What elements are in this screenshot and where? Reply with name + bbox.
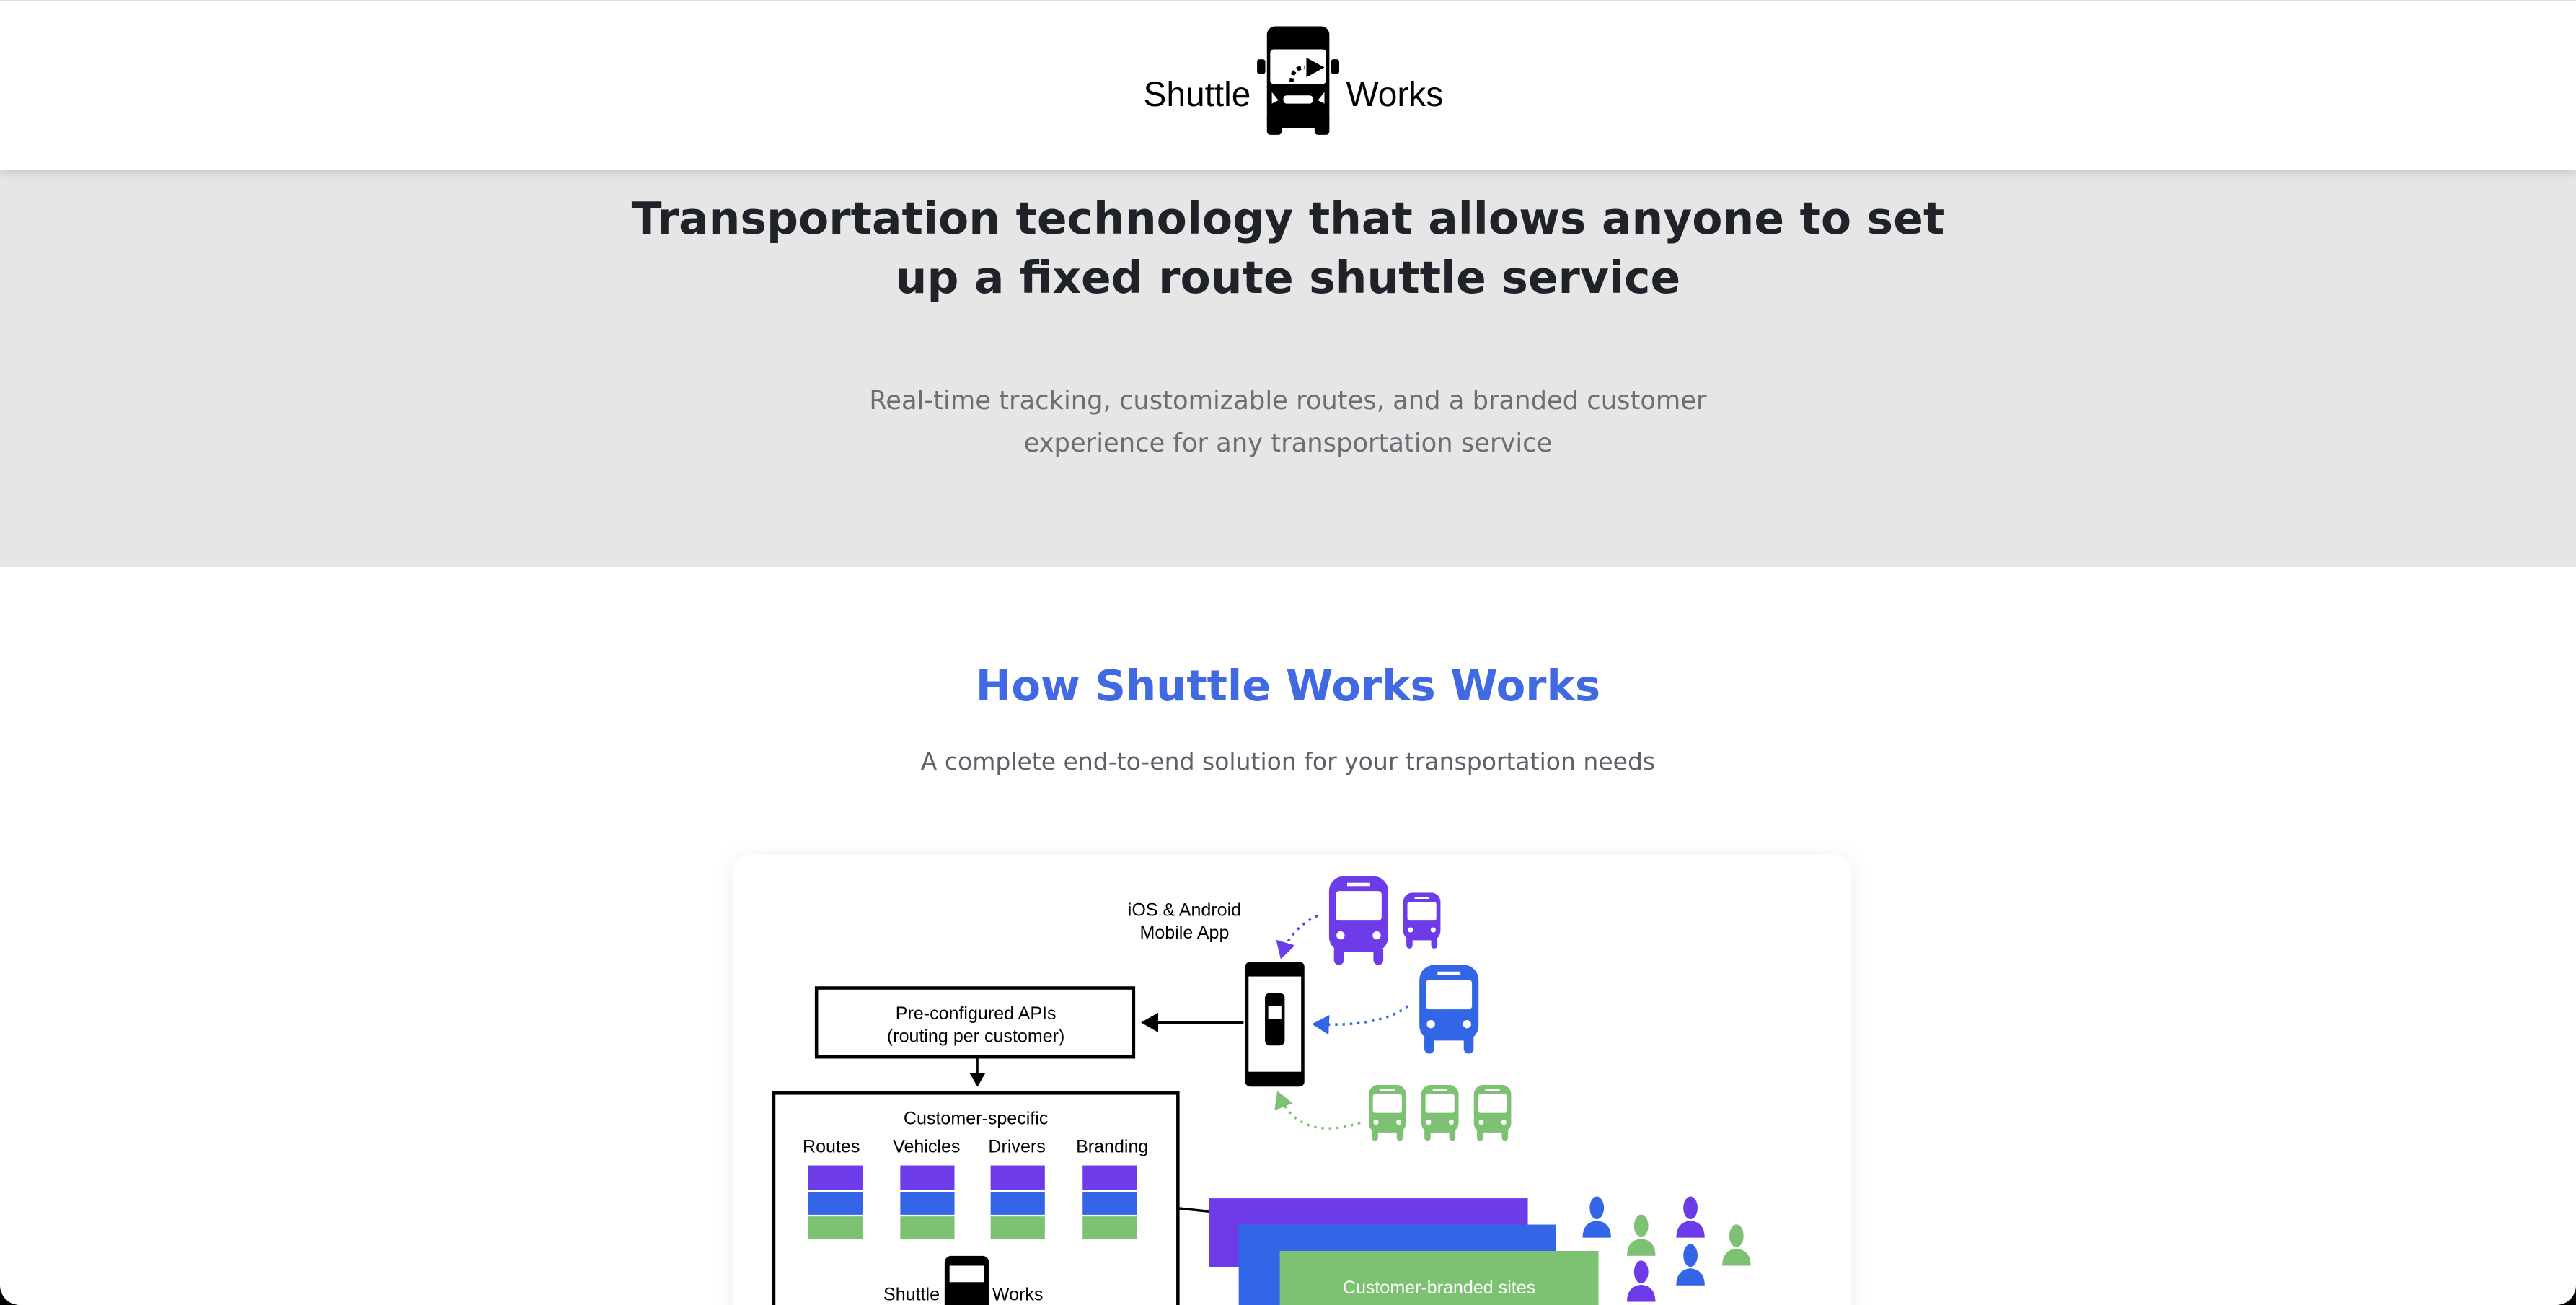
mobile-app-label-2: Mobile App — [1139, 923, 1229, 943]
customer-specific-label: Customer-specific — [904, 1108, 1048, 1128]
how-it-works-subtitle: A complete end-to-end solution for your … — [920, 747, 1656, 776]
api-label: Pre-configured APIs — [896, 1003, 1057, 1023]
small-logo: Shuttle Works — [883, 1255, 1044, 1305]
green-buses-icon — [1368, 1084, 1512, 1141]
connector-line — [1178, 1206, 1209, 1213]
architecture-diagram-card: iOS & Android Mobile App Pre-configured … — [732, 854, 1852, 1305]
dotted-arrow-purple — [1276, 914, 1318, 959]
users-icon-group — [1582, 1196, 1751, 1302]
logo-text-right: Works — [1346, 76, 1444, 115]
architecture-diagram: iOS & Android Mobile App Pre-configured … — [772, 876, 1751, 1305]
how-it-works-title: How Shuttle Works Works — [975, 660, 1601, 711]
column-label-vehicles: Vehicles — [893, 1136, 960, 1156]
dotted-arrow-green — [1274, 1090, 1361, 1130]
site-header: Shuttle Works — [0, 0, 2576, 170]
van-icon — [1257, 26, 1340, 135]
column-label-branding: Branding — [1076, 1136, 1148, 1156]
site-stack-green — [1279, 1250, 1599, 1305]
mobile-app-label: iOS & Android — [1128, 900, 1241, 920]
dotted-arrow-blue — [1311, 1004, 1409, 1034]
svg-text:Shuttle: Shuttle — [883, 1284, 940, 1304]
sites-label: Customer-branded sites — [1343, 1278, 1535, 1298]
column-label-routes: Routes — [803, 1136, 860, 1156]
purple-buses-icon — [1328, 876, 1441, 965]
config-stacks — [808, 1165, 1137, 1239]
hero-title: Transportation technology that allows an… — [631, 192, 1945, 304]
hero-subtitle: Real-time tracking, customizable routes,… — [869, 386, 1707, 459]
phone-icon — [1245, 961, 1305, 1086]
shuttleworks-logo[interactable]: Shuttle Works — [1143, 23, 1443, 135]
api-sublabel: (routing per customer) — [887, 1026, 1064, 1046]
blue-bus-icon — [1419, 965, 1479, 1054]
hero-section: Transportation technology that allows an… — [0, 169, 2576, 567]
column-label-drivers: Drivers — [988, 1136, 1045, 1156]
svg-text:Works: Works — [992, 1284, 1044, 1304]
api-box — [814, 985, 1136, 1059]
logo-text-left: Shuttle — [1143, 76, 1251, 115]
